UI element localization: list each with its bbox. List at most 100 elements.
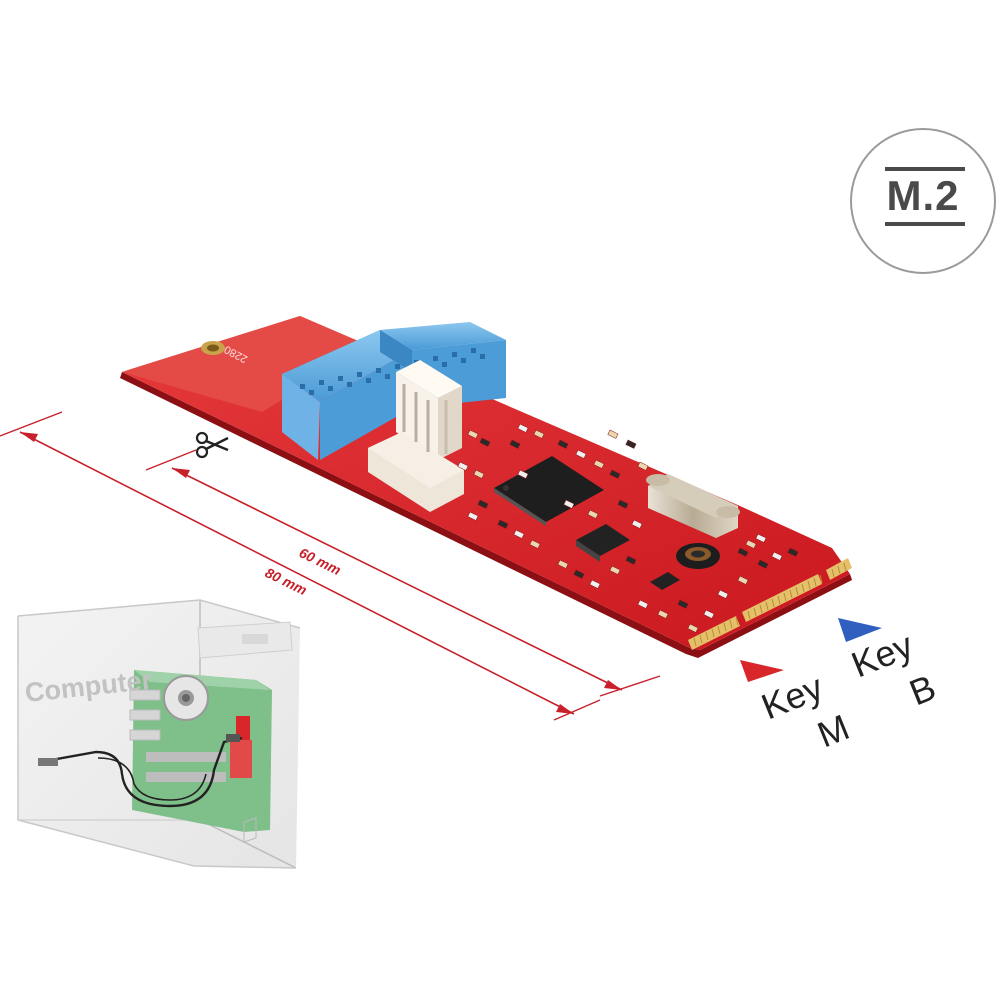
smd-component	[677, 599, 689, 609]
header-pin	[385, 374, 390, 379]
connector-pin	[795, 586, 799, 596]
connector-pin	[759, 604, 763, 614]
header-pin	[338, 376, 343, 381]
connector-pin	[843, 562, 847, 572]
m2-badge: M.2	[850, 128, 996, 274]
header-pin	[433, 356, 438, 361]
key-b-letter: B	[904, 666, 942, 713]
smd-component	[657, 609, 669, 619]
eeprom-chip	[576, 524, 630, 562]
smd-component	[589, 579, 601, 589]
smd-component	[529, 539, 541, 549]
smd-component	[625, 439, 637, 449]
smd-component	[745, 539, 757, 549]
smd-component	[617, 499, 629, 509]
m2-adapter-board: 2280	[120, 316, 852, 658]
smd-component	[703, 609, 715, 619]
header-pin	[442, 362, 447, 367]
smd-component	[717, 589, 729, 599]
header-pin	[319, 380, 324, 385]
smd-component	[757, 559, 769, 569]
connector-pin	[699, 634, 703, 644]
smd-component	[513, 529, 525, 539]
key-b-marker: Key B	[838, 618, 941, 713]
cut-off-section	[122, 316, 370, 412]
header-pin	[309, 390, 314, 395]
connector-pin	[747, 610, 751, 620]
connector-pin	[819, 574, 823, 584]
smd-component	[479, 437, 491, 447]
connector-pin	[729, 619, 733, 629]
header-pin	[366, 378, 371, 383]
smd-component	[593, 459, 605, 469]
connector-pin	[777, 595, 781, 605]
header-pin	[347, 382, 352, 387]
connector-pin	[801, 583, 805, 593]
smd-component	[467, 511, 479, 521]
smd-component	[563, 499, 575, 509]
smd-components	[457, 423, 799, 633]
smd-component	[477, 499, 489, 509]
connector-pin	[711, 628, 715, 638]
usb-header	[282, 322, 506, 460]
m2-badge-bottom-bar	[885, 222, 965, 226]
smd-component	[575, 449, 587, 459]
smd-component	[557, 559, 569, 569]
crystal-oscillator	[646, 474, 740, 538]
connector-pin	[783, 592, 787, 602]
computer-inset: Computer	[17, 599, 301, 869]
key-m-marker: Key M	[740, 660, 855, 755]
connector-pin	[789, 589, 793, 599]
connector-pin	[813, 577, 817, 587]
smd-component	[637, 461, 649, 471]
connector-pin	[735, 616, 739, 626]
connector-pin	[753, 607, 757, 617]
smd-component	[573, 569, 585, 579]
controller-chip	[494, 456, 604, 526]
smd-component	[497, 519, 509, 529]
connector-pin	[837, 565, 841, 575]
m2-badge-label: M.2	[886, 172, 960, 219]
connector-pin	[765, 601, 769, 611]
smd-component	[631, 519, 643, 529]
connector-pins	[693, 562, 847, 647]
usb-plug	[38, 758, 58, 766]
smd-component	[787, 547, 799, 557]
smd-component	[467, 429, 479, 439]
header-pin	[376, 368, 381, 373]
connector-pin	[771, 598, 775, 608]
smd-component	[609, 469, 621, 479]
dimension-80mm-label: 80 mm	[263, 564, 310, 598]
header-pin	[357, 372, 362, 377]
smd-component	[517, 423, 529, 433]
power-connector	[368, 360, 464, 512]
usb-cable	[39, 736, 243, 808]
regulator-chip	[650, 572, 680, 590]
key-m-triangle	[740, 660, 784, 682]
smd-component	[737, 547, 749, 557]
connector-pin	[717, 625, 721, 635]
smd-component	[533, 429, 545, 439]
header-pin	[471, 348, 476, 353]
smd-component	[557, 439, 569, 449]
smd-component	[737, 575, 749, 585]
connector-pin	[693, 637, 697, 647]
smd-component	[517, 469, 529, 479]
smd-component	[625, 555, 637, 565]
m2-badge-top-bar	[885, 167, 965, 171]
smd-component	[607, 429, 619, 439]
smd-component	[473, 469, 485, 479]
inductor	[676, 543, 720, 569]
smd-component	[457, 461, 469, 471]
smd-component	[509, 439, 521, 449]
header-pin	[300, 384, 305, 389]
header-pin	[395, 364, 400, 369]
header-pin	[328, 386, 333, 391]
header-pin	[461, 358, 466, 363]
smd-component	[771, 551, 783, 561]
connector-pin	[831, 568, 835, 578]
smd-component	[637, 599, 649, 609]
smd-component	[609, 565, 621, 575]
smd-component	[587, 509, 599, 519]
